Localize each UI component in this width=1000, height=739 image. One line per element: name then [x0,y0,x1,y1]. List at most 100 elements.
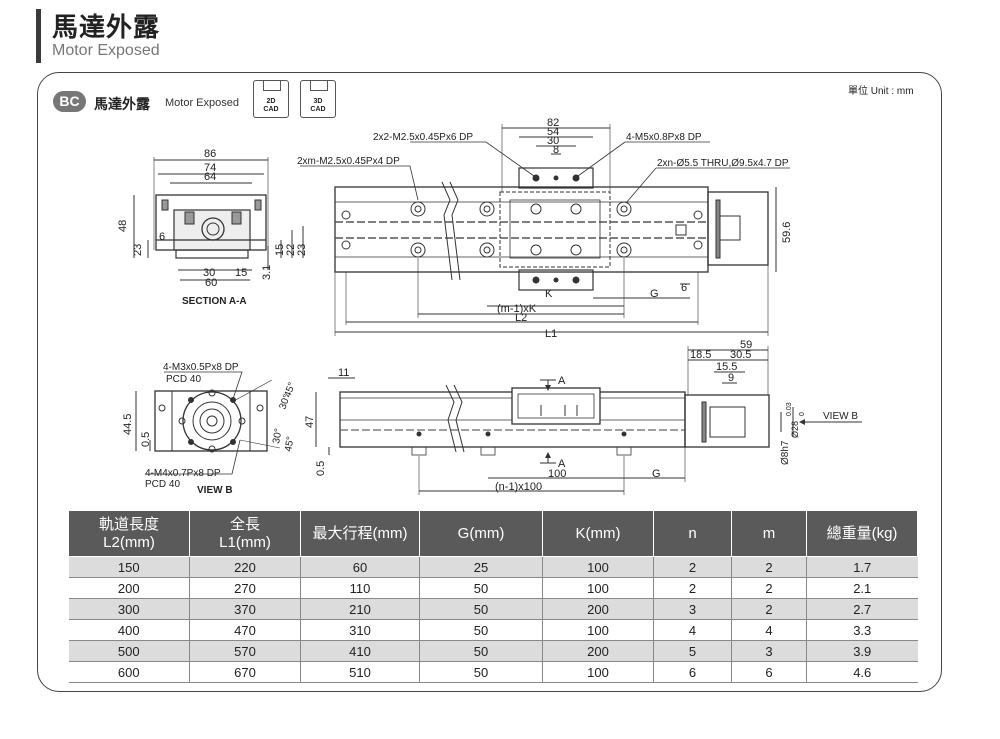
top-dim-59-6: 59.6 [781,222,793,243]
top-dim-l2: L2 [515,312,527,324]
section-dim-6: 6 [159,231,165,243]
table-cell: 270 [189,577,301,599]
table-cell: 600 [68,661,190,683]
table-cell: 410 [300,640,420,662]
table-cell: 3.9 [806,640,918,662]
cad-2d-label-top: 2D [266,98,276,105]
table-cell: 510 [300,661,420,683]
top-dim-30: 30 [547,135,559,147]
side-dim-30-5: 30.5 [730,349,751,361]
table-cell: 50 [419,619,543,641]
side-dim-18-5: 18.5 [690,349,711,361]
table-cell: 200 [542,640,654,662]
header-n: n [653,510,732,557]
table-cell: 100 [542,619,654,641]
header-track-length-zh: 軌道長度 [98,515,159,533]
table-cell: 50 [419,598,543,620]
side-section-a-bottom: A [558,458,566,470]
top-note-m2-5-2x2: 2x2-M2.5x0.45Px6 DP [373,132,473,143]
table-cell: 210 [300,598,420,620]
header-max-stroke: 最大行程(mm) [300,510,420,557]
section-dim-30: 30 [203,267,215,279]
table-cell: 2.1 [806,577,918,599]
side-dim-9: 9 [728,372,734,384]
side-dim-d8h7: Ø8h7 [780,440,791,465]
table-cell: 50 [419,640,543,662]
side-dim-15-5: 15.5 [716,361,737,373]
table-cell: 4 [653,619,732,641]
viewb-angle-45a: 45° [282,381,298,399]
table-cell: 2 [653,577,732,599]
header-m: m [731,510,807,557]
table-cell: 300 [68,598,190,620]
header-k: K(mm) [542,510,654,557]
header-track-length-unit: L2(mm) [103,533,155,551]
section-dim-86: 86 [204,148,216,160]
side-dim-g: G [652,468,661,480]
panel-title: 馬達外露 [94,97,150,113]
side-dim-100: 100 [548,468,566,480]
top-dim-6: 6 [681,282,687,294]
table-cell: 2 [731,556,807,578]
section-dim-23b: 23 [296,244,308,256]
section-dim-74: 74 [204,162,216,174]
viewb-dim-44-5: 44.5 [122,414,134,435]
table-cell: 670 [189,661,301,683]
section-dim-22: 22 [285,244,297,256]
side-dim-d28: Ø28 [790,421,800,438]
top-view [300,124,790,336]
section-dim-15a: 15 [235,267,247,279]
section-dim-23a: 23 [132,244,144,256]
viewb-pcd-top: PCD 40 [166,374,201,385]
table-cell: 3 [731,640,807,662]
header-total-length-zh: 全長 [229,515,260,533]
viewb-angle-30b: 30° [271,428,284,445]
top-dim-g: G [650,288,659,300]
section-dim-64: 64 [204,171,216,183]
table-cell: 500 [68,640,190,662]
viewb-pcd-bottom: PCD 40 [145,479,180,490]
table-cell: 200 [68,577,190,599]
table-cell: 2 [731,598,807,620]
unit-label: 單位 Unit : mm [848,86,914,97]
table-cell: 100 [542,577,654,599]
panel-subtitle: Motor Exposed [165,97,239,109]
table-cell: 60 [300,556,420,578]
table-cell: 570 [189,640,301,662]
table-cell: 50 [419,661,543,683]
side-view-b-arrow-label: VIEW B [823,411,858,422]
table-cell: 110 [300,577,420,599]
table-cell: 4.6 [806,661,918,683]
viewb-note-m3: 4-M3x0.5Px8 DP [163,362,239,373]
table-cell: 400 [68,619,190,641]
table-cell: 2 [731,577,807,599]
table-cell: 25 [419,556,543,578]
table-cell: 470 [189,619,301,641]
drawing-frame [37,72,942,692]
section-dim-48: 48 [117,220,129,232]
top-note-m5: 4-M5x0.8Px8 DP [626,132,702,143]
table-cell: 200 [542,598,654,620]
model-badge: BC [53,91,86,112]
table-cell: 3 [653,598,732,620]
top-dim-8: 8 [553,144,559,156]
table-cell: 370 [189,598,301,620]
header-total-length-unit: L1(mm) [219,533,271,551]
technical-drawing: 86 74 64 48 23 6 30 15 60 3.1 15 22 23 S… [117,117,862,496]
table-cell: 1.7 [806,556,918,578]
top-dim-82: 82 [547,117,559,129]
table-cell: 6 [731,661,807,683]
top-dim-l1: L1 [545,328,557,340]
top-dim-m-1-k: (m-1)xK [497,303,537,315]
cad-3d-label-bottom: CAD [310,106,326,113]
